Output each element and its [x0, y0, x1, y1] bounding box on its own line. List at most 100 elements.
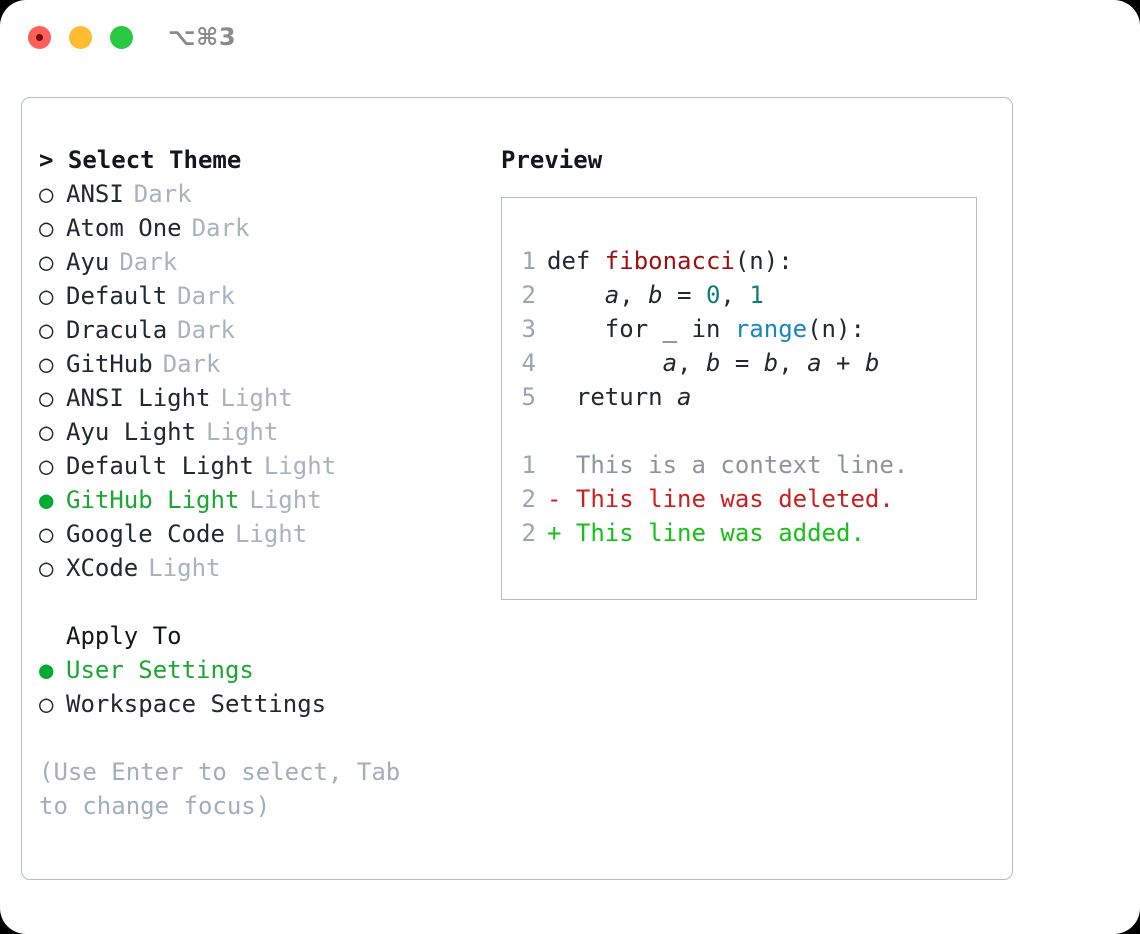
code-token: for _ in: [547, 315, 735, 343]
code-line: 4 a, b = b, a + b: [502, 346, 976, 380]
code-line-content: a, b = 0, 1: [547, 278, 764, 312]
radio-unselected-icon: ○: [39, 418, 54, 446]
theme-option-label: GitHub Light: [66, 486, 240, 514]
code-token: a: [677, 383, 692, 411]
code-token: ,: [778, 349, 808, 377]
radio-unselected-icon: ○: [39, 452, 54, 480]
code-token: =: [662, 281, 706, 309]
code-token: return: [547, 383, 678, 411]
theme-variant-tag: Dark: [177, 282, 235, 310]
theme-variant-tag: Light: [234, 520, 308, 548]
radio-selected-icon: ●: [39, 656, 54, 684]
radio-unselected-icon: ○: [39, 316, 54, 344]
theme-option-label: Atom One: [66, 214, 182, 242]
apply-to-option-workspace-settings[interactable]: ○Workspace Settings: [39, 687, 489, 721]
minimize-button[interactable]: [69, 26, 92, 49]
code-token: b: [763, 349, 779, 377]
code-line: 2 a, b = 0, 1: [502, 278, 976, 312]
line-number: 2: [521, 281, 536, 309]
radio-unselected-icon: ○: [39, 554, 54, 582]
code-token: ,: [619, 281, 649, 309]
code-token: (n):: [734, 247, 793, 275]
code-token: a: [604, 281, 620, 309]
theme-option-label: Dracula: [66, 316, 168, 344]
theme-option-label: ANSI Light: [66, 384, 211, 412]
diff-marker: [547, 448, 576, 482]
apply-to-option-user-settings[interactable]: ● User Settings: [39, 653, 489, 687]
code-line: 5 return a: [502, 380, 976, 414]
radio-unselected-icon: ○: [39, 690, 54, 718]
theme-option-label: Ayu Light: [66, 418, 197, 446]
radio-unselected-icon: ○: [39, 248, 54, 276]
theme-variant-tag: Dark: [119, 248, 178, 276]
code-token: a: [807, 349, 822, 377]
theme-option-google-code[interactable]: ○ Google Code Light: [39, 517, 489, 551]
code-token: +: [821, 349, 865, 377]
radio-selected-icon: ●: [39, 486, 54, 514]
diff-line-text: This line was deleted.: [575, 485, 894, 513]
title-bar: ⌥⌘3: [0, 0, 1140, 78]
code-line-content: for _ in range(n):: [547, 312, 865, 346]
code-token: range: [734, 315, 808, 343]
code-token: [547, 281, 605, 309]
maximize-button[interactable]: [110, 26, 133, 49]
theme-variant-tag: Dark: [162, 350, 221, 378]
code-token: ,: [677, 349, 706, 377]
keyboard-hint-text: (Use Enter to select, Tab to change focu…: [39, 758, 401, 820]
apply-to-options[interactable]: ● User Settings ○Workspace Settings: [39, 653, 489, 721]
line-number: 5: [521, 383, 536, 411]
code-token: b: [648, 281, 663, 309]
code-line-content: return a: [547, 380, 692, 414]
code-token: =: [720, 349, 764, 377]
diff-line-added: 2+ This line was added.: [502, 516, 976, 550]
theme-variant-tag: Dark: [177, 316, 235, 344]
radio-unselected-icon: ○: [39, 520, 54, 548]
code-token: a: [662, 349, 678, 377]
code-token: 1: [749, 281, 764, 309]
radio-unselected-icon: ○: [39, 384, 54, 412]
traffic-light-buttons: [28, 26, 133, 49]
code-token: (n):: [807, 315, 865, 343]
code-spacer: [502, 414, 976, 448]
theme-variant-tag: Light: [263, 452, 337, 480]
line-number: 2: [521, 485, 536, 513]
line-number: 4: [521, 349, 536, 377]
theme-option-label: Default Light: [66, 452, 254, 480]
theme-option-label: Default: [66, 282, 168, 310]
apply-to-heading: Apply To: [66, 622, 182, 650]
code-line-content: a, b = b, a + b: [547, 346, 880, 380]
theme-option-dracula[interactable]: ○ Dracula Dark: [39, 313, 489, 347]
theme-option-label: ANSI: [66, 180, 124, 208]
code-token: [547, 349, 663, 377]
theme-option-default-light[interactable]: ○ Default Light Light: [39, 449, 489, 483]
theme-variant-tag: Dark: [133, 180, 192, 208]
apply-to-option-label: User Settings: [66, 656, 254, 684]
close-button[interactable]: [28, 26, 51, 49]
radio-unselected-icon: ○: [39, 350, 54, 378]
line-number: 2: [521, 519, 536, 547]
line-number: 1: [521, 247, 536, 275]
radio-unselected-icon: ○: [39, 214, 54, 242]
diff-line-text: This is a context line.: [575, 451, 909, 479]
theme-option-label: Google Code: [66, 520, 225, 548]
code-token: b: [864, 349, 880, 377]
diff-line-text: This line was added.: [575, 519, 865, 547]
theme-option-ansi[interactable]: ○ ANSI Dark: [39, 177, 489, 211]
radio-unselected-icon: ○: [39, 180, 54, 208]
